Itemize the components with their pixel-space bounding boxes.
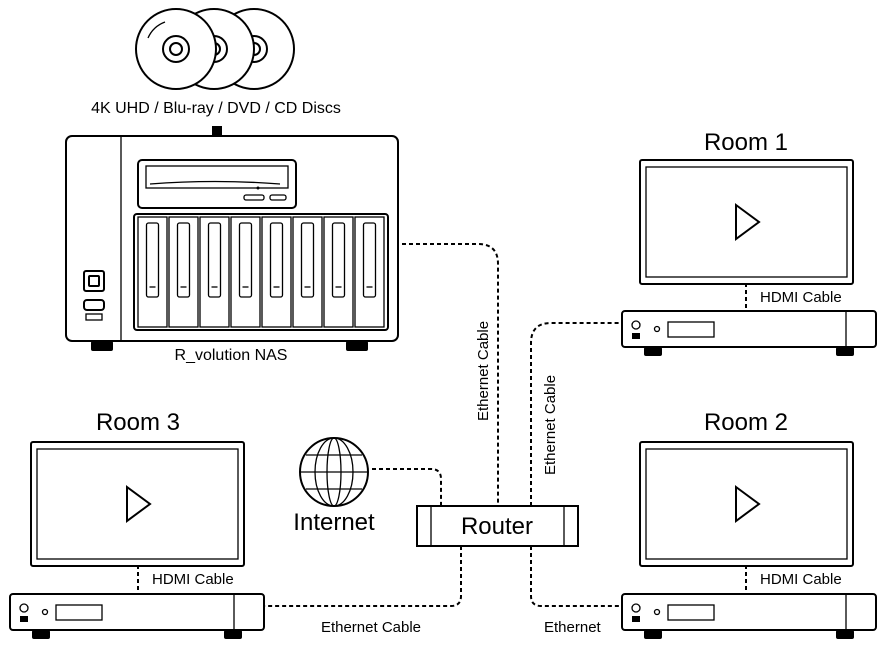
play-icon: [126, 485, 152, 523]
room1-title: Room 1: [704, 129, 788, 156]
hdmi-cable-label-room2: HDMI Cable: [760, 571, 842, 588]
cable-nas-to-router: [388, 243, 499, 506]
room3-title: Room 3: [96, 409, 180, 436]
cable-router-to-room2: [530, 546, 622, 607]
discs-icon: [135, 8, 295, 90]
discs-label: 4K UHD / Blu-ray / DVD / CD Discs: [91, 100, 341, 117]
router-label: Router: [461, 513, 533, 540]
room2-title: Room 2: [704, 409, 788, 436]
play-icon: [735, 485, 761, 523]
room3-player: [9, 593, 265, 639]
nas-drive-bay: [261, 216, 292, 328]
ethernet-cable-label-room3: Ethernet Cable: [321, 619, 421, 636]
cable-router-to-room3: [262, 546, 462, 607]
room1-player: [621, 310, 877, 356]
cable-internet-to-router: [372, 468, 442, 506]
ethernet-cable-label-room1: Ethernet Cable: [542, 375, 559, 475]
hdmi-cable-label-room1: HDMI Cable: [760, 289, 842, 306]
ethernet-cable-label-nas: Ethernet Cable: [475, 321, 492, 421]
nas-usb-port: [83, 299, 105, 311]
router-device: [416, 505, 579, 547]
nas-drive-bay: [354, 216, 385, 328]
nas-label: R_volution NAS: [175, 347, 288, 364]
nas-drive-bay: [230, 216, 261, 328]
room2-player: [621, 593, 877, 639]
internet-label: Internet: [293, 509, 375, 536]
room1-tv: [639, 159, 854, 285]
room3-tv: [30, 441, 245, 567]
nas-drive-bays: [137, 216, 385, 328]
cable-router-to-room1: [530, 322, 622, 506]
nas-optical-drive: [137, 159, 297, 209]
hdmi-cable-label-room3: HDMI Cable: [152, 571, 234, 588]
nas-drive-bay: [323, 216, 354, 328]
ethernet-label-room2: Ethernet: [544, 619, 602, 636]
internet-globe-icon: [299, 437, 369, 507]
nas-device: [65, 135, 399, 351]
nas-drive-bay: [168, 216, 199, 328]
nas-drive-bay: [137, 216, 168, 328]
play-icon: [735, 203, 761, 241]
room2-tv: [639, 441, 854, 567]
nas-drive-bay: [199, 216, 230, 328]
nas-drive-bay: [292, 216, 323, 328]
